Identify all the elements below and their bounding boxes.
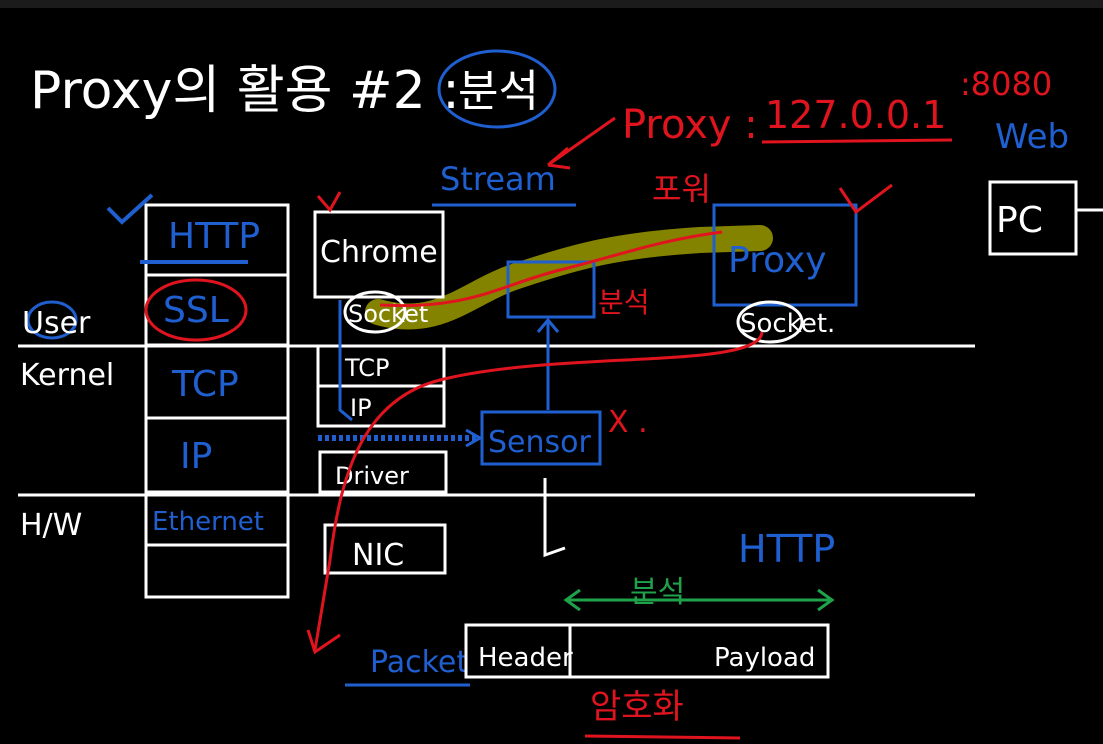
proxy-socket-circle [736,300,804,344]
check-icon [106,193,154,225]
page-title: Proxy의 활용 #2 : [30,61,460,121]
sensor-box [480,410,602,466]
protocol-stack [106,193,290,599]
proxy-pointer-arrow [547,116,616,170]
host-ip: IP [350,394,372,422]
layer-label-user: User [22,306,91,341]
window-top-bar [0,0,1103,8]
proxy-address-port: :8080 [960,65,1052,103]
stack-ip: IP [180,436,212,477]
stack-ssl: SSL [163,290,229,331]
label-header: Header [478,643,573,673]
label-encryption: 암호화 [590,687,684,727]
host-flow-arrow [338,300,353,422]
user-label-circle [26,300,78,340]
title-circled-word: 분석 [458,66,539,117]
arrowhead-icon [465,428,484,448]
host-stack [313,191,448,575]
red-check-icon [316,191,342,213]
ssl-circle [144,278,248,342]
label-web: Web [995,117,1069,157]
proxy-socket-label: Socket. [740,309,835,339]
analysis-box [506,260,596,319]
label-pc: PC [996,200,1043,241]
layer-label-hw: H/W [20,508,82,543]
up-arrowhead-icon [536,317,560,333]
red-flow-upper [379,230,723,308]
red-flow-lower [313,331,764,651]
proxy-address-ip: 127.0.0.1 [765,93,946,137]
red-down-arrowhead-icon [306,629,341,655]
label-forward: 포워 [652,170,711,208]
sensor-down-arrow [543,478,566,558]
layer-label-kernel: Kernel [20,358,114,393]
proxy-check-icon [838,183,893,215]
label-packet: Packet [370,645,468,680]
pc-box [988,180,1078,256]
host-tcp: TCP [344,354,389,382]
socket-circle [343,290,407,334]
packet-box [464,623,830,679]
proxy-box-label: Proxy [728,240,827,281]
span-arrowheads-icon [563,588,835,612]
label-stream: Stream [440,160,556,198]
label-analysis-bottom: 분석 [630,575,685,610]
label-http-bottom: HTTP [738,527,835,571]
proxy-ip-underline [761,138,953,144]
host-chrome: Chrome [320,235,438,270]
stack-http: HTTP [168,216,260,257]
label-sensor: Sensor [488,425,591,460]
stack-tcp: TCP [171,364,239,405]
proxy-address-label: Proxy : [622,102,758,148]
host-nic: NIC [352,538,404,573]
x-mark: X . [608,405,648,440]
highlight-stroke [365,225,773,330]
label-payload: Payload [714,643,815,673]
encryption-underline [584,734,741,740]
stack-ethernet: Ethernet [152,507,264,537]
title-circle [437,49,557,129]
label-analysis-mid: 분석 [598,286,650,319]
